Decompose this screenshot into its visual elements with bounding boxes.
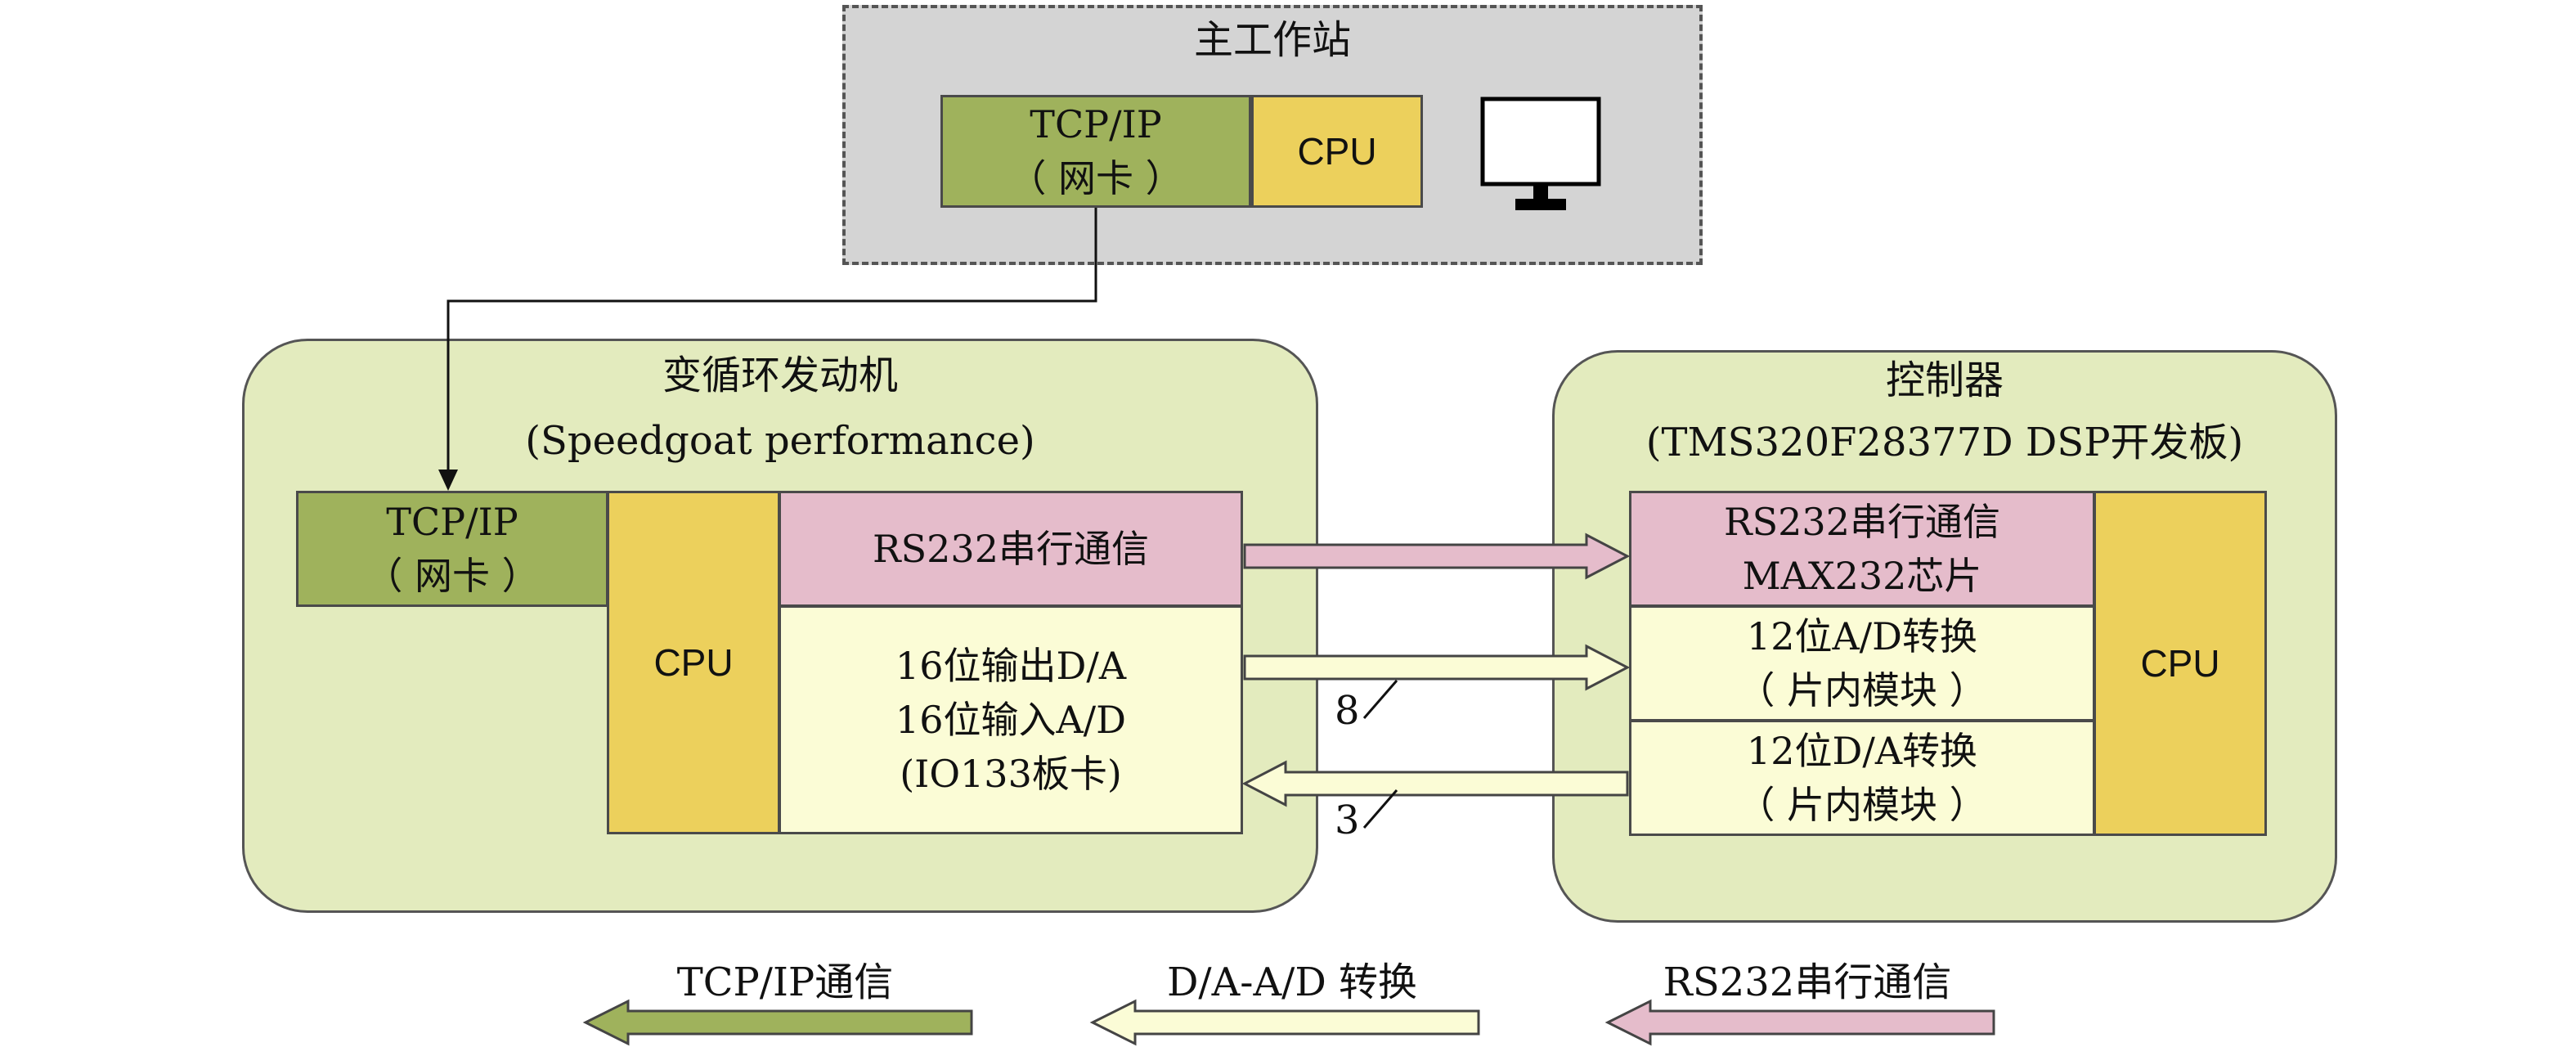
workstation-title: 主工作站 xyxy=(1193,17,1351,63)
controller-ad-label: 12位A/D转换 xyxy=(1746,614,1978,658)
ad-link-arrow xyxy=(1241,760,1629,807)
da-bus-count: 8 xyxy=(1335,688,1360,734)
workstation-tcp-label: TCP/IP xyxy=(1030,102,1162,146)
controller-max232-label: MAX232芯片 xyxy=(1742,554,1982,598)
engine-subtitle: (Speedgoat performance) xyxy=(525,418,1035,464)
engine-rs232-module: RS232串行通信 xyxy=(779,491,1243,607)
controller-da-module: 12位D/A转换 （ 片内模块 ） xyxy=(1629,720,2095,836)
workstation-cpu-label: CPU xyxy=(1297,130,1377,173)
monitor-icon xyxy=(1480,97,1603,219)
engine-cpu: CPU xyxy=(607,491,780,834)
engine-tcp-sublabel: （ 网卡 ） xyxy=(365,554,540,598)
legend-daad-arrow xyxy=(1089,999,1480,1046)
controller-rs232-label: RS232串行通信 xyxy=(1724,500,2000,544)
legend-daad-label: D/A-A/D 转换 xyxy=(1166,959,1418,1005)
engine-io-ad-label: 16位输入A/D xyxy=(895,698,1127,742)
legend-rs232-label: RS232串行通信 xyxy=(1663,959,1952,1005)
engine-rs232-label: RS232串行通信 xyxy=(873,527,1149,571)
controller-ad-module: 12位A/D转换 （ 片内模块 ） xyxy=(1629,605,2095,721)
legend-tcp-arrow xyxy=(582,999,973,1046)
controller-subtitle: (TMS320F28377D DSP开发板) xyxy=(1645,420,2244,465)
rs232-link-arrow xyxy=(1243,532,1631,580)
ad-bus-count: 3 xyxy=(1335,798,1360,843)
controller-da-sublabel: （ 片内模块 ） xyxy=(1737,783,1987,827)
tcp-link-arrowhead xyxy=(438,470,458,491)
controller-da-label: 12位D/A转换 xyxy=(1746,729,1978,773)
workstation-cpu: CPU xyxy=(1251,95,1423,208)
da-link-arrow xyxy=(1243,644,1631,691)
tcp-link-line xyxy=(447,208,1097,479)
engine-title: 变循环发动机 xyxy=(662,353,898,398)
legend-tcp-label: TCP/IP通信 xyxy=(676,959,894,1005)
controller-ad-sublabel: （ 片内模块 ） xyxy=(1737,668,1987,712)
engine-tcp-label: TCP/IP xyxy=(386,500,518,544)
engine-io-da-label: 16位输出D/A xyxy=(895,644,1127,688)
engine-tcp-card: TCP/IP （ 网卡 ） xyxy=(296,491,608,607)
controller-rs232-module: RS232串行通信 MAX232芯片 xyxy=(1629,491,2095,607)
workstation-tcp-card: TCP/IP （ 网卡 ） xyxy=(940,95,1251,208)
engine-io-card: 16位输出D/A 16位输入A/D (IO133板卡) xyxy=(779,605,1243,834)
workstation-tcp-sublabel: （ 网卡 ） xyxy=(1008,156,1183,200)
controller-cpu-label: CPU xyxy=(2140,642,2220,685)
controller-title: 控制器 xyxy=(1885,357,2004,403)
da-bus-slash xyxy=(1362,680,1398,719)
ad-bus-slash xyxy=(1362,789,1398,829)
engine-io-card-label: (IO133板卡) xyxy=(900,752,1122,796)
engine-cpu-label: CPU xyxy=(653,641,734,684)
controller-cpu: CPU xyxy=(2094,491,2267,836)
legend-rs232-arrow xyxy=(1604,999,1995,1046)
